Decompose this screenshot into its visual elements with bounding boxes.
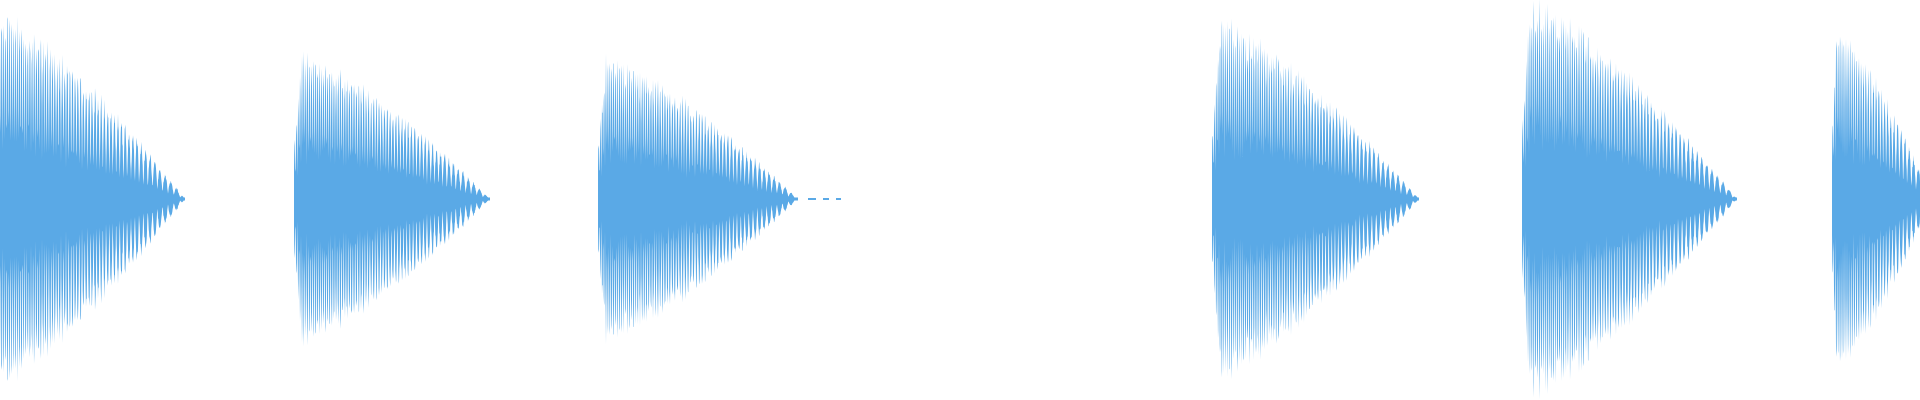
waveform-burst bbox=[1522, 0, 1737, 400]
waveform-baseline bbox=[1212, 197, 1419, 201]
waveform-baseline bbox=[598, 197, 798, 201]
waveform-burst bbox=[1832, 36, 1920, 362]
waveform-burst bbox=[1212, 18, 1419, 380]
waveform-tail-segment bbox=[808, 198, 816, 200]
waveform-baseline bbox=[1522, 197, 1737, 201]
waveform-burst bbox=[598, 53, 841, 345]
waveform-tail-segment bbox=[758, 198, 788, 200]
waveform-burst bbox=[0, 16, 185, 382]
waveform-baseline bbox=[1832, 197, 1920, 201]
waveform-baseline bbox=[294, 197, 490, 201]
waveform-tail-segment bbox=[836, 198, 841, 200]
waveform-burst bbox=[294, 51, 490, 347]
waveform-baseline bbox=[0, 197, 185, 201]
waveform-tail-segment bbox=[823, 198, 829, 200]
